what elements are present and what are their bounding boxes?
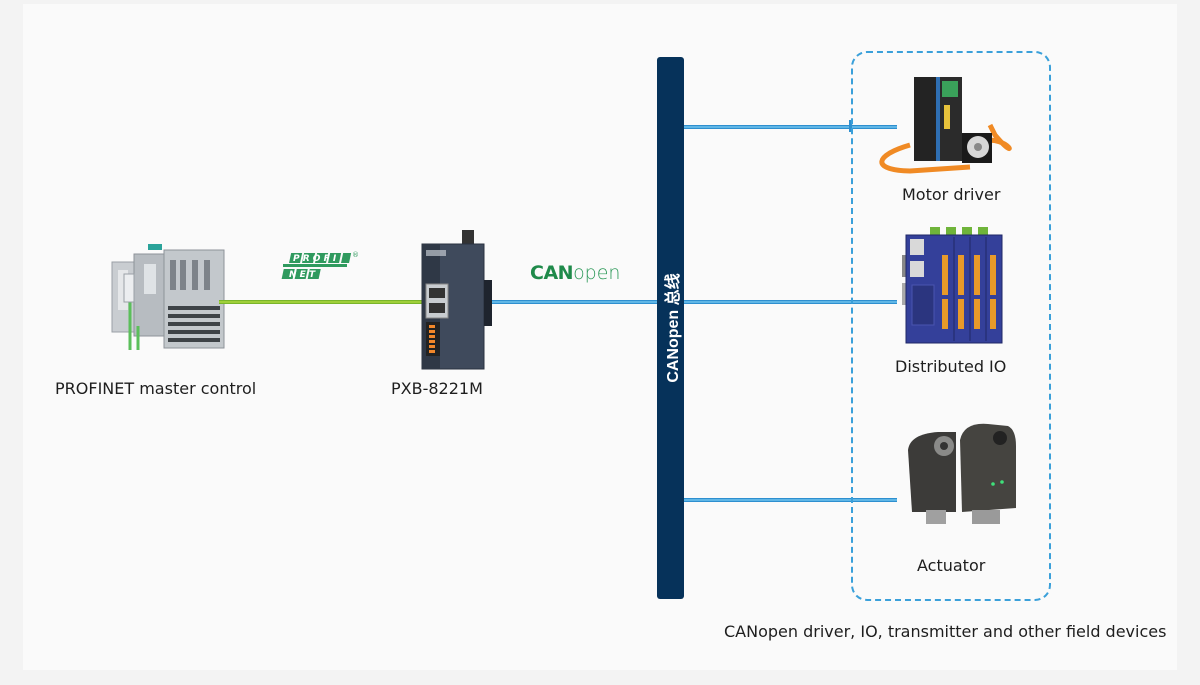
field-device-label: Motor driver: [902, 185, 1001, 204]
profinet-logo-line2: N E T: [289, 270, 316, 280]
canopen-logo: CANopen: [530, 262, 621, 284]
canopen-cable-motor-driver: [684, 125, 897, 129]
profinet-logo-line1: P R O F I: [293, 254, 337, 264]
field-device-label: Distributed IO: [895, 357, 1007, 376]
master-label: PROFINET master control: [55, 379, 257, 398]
svg-text:®: ®: [352, 251, 359, 259]
cable-junction-mark: [849, 120, 852, 132]
profinet-logo: P R O F I N E T ®: [280, 249, 362, 289]
plc-controller-image: [111, 244, 225, 350]
bus-label: CANopen 总线: [664, 273, 682, 383]
servo-motor-driver-image: [879, 77, 1012, 174]
distributed-io-module-image: [902, 227, 1003, 344]
gateway-label: PXB-8221M: [391, 379, 483, 398]
canopen-bus: CANopen 总线: [657, 57, 684, 599]
gateway-device-image: [421, 230, 492, 370]
canopen-cable-gateway: [492, 300, 658, 304]
profinet-cable: [219, 300, 425, 304]
field-devices-caption: CANopen driver, IO, transmitter and othe…: [724, 622, 1167, 641]
canopen-cable-distributed-io: [684, 300, 897, 304]
field-devices-group: [851, 51, 1051, 601]
field-device-label: Actuator: [917, 556, 986, 575]
canopen-cable-actuator: [684, 498, 897, 502]
actuator-image: [908, 423, 1016, 524]
